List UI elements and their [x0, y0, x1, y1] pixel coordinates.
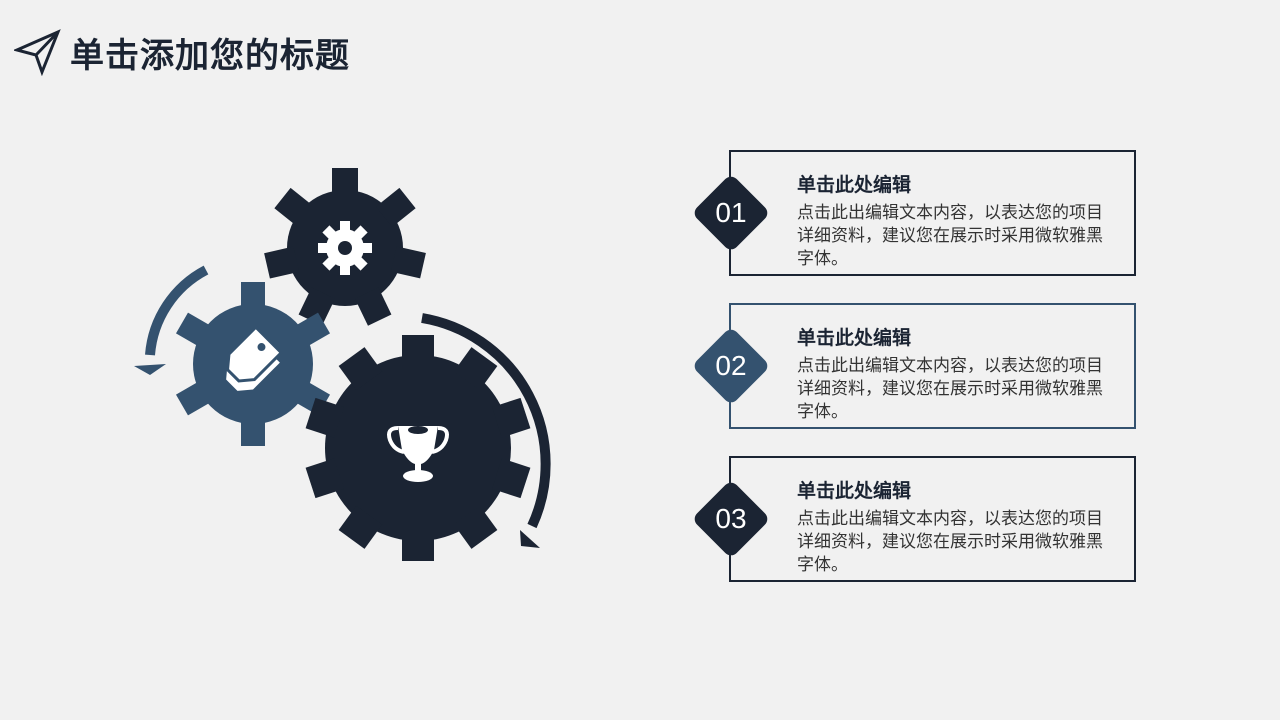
diamond-shape [694, 329, 768, 403]
settings-cog-icon [318, 221, 372, 275]
tag-icon [225, 325, 284, 391]
title-bar: 单击添加您的标题 [14, 26, 350, 78]
left-gear [175, 282, 331, 446]
page-title[interactable]: 单击添加您的标题 [70, 35, 350, 76]
item-body[interactable]: 点击此出编辑文本内容，以表达您的项目详细资料，建议您在展示时采用微软雅黑字体。 [797, 203, 1103, 269]
item-number: 03 [715, 503, 747, 534]
item-card-2[interactable]: 02 单击此处编辑 点击此出编辑文本内容，以表达您的项目详细资料，建议您在展示时… [694, 303, 1136, 429]
item-heading[interactable]: 单击此处编辑 [797, 174, 912, 196]
number-badge-1: 01 [689, 171, 773, 255]
small-gear [264, 168, 426, 326]
trophy-icon [387, 426, 449, 482]
item-heading[interactable]: 单击此处编辑 [797, 327, 912, 349]
gears-graphic [134, 168, 551, 561]
number-badge-2: 02 [689, 324, 773, 408]
big-gear [305, 335, 531, 561]
item-number: 01 [715, 197, 747, 228]
left-curved-arrow [134, 265, 209, 375]
item-body[interactable]: 点击此出编辑文本内容，以表达您的项目详细资料，建议您在展示时采用微软雅黑字体。 [797, 356, 1103, 422]
item-body[interactable]: 点击此出编辑文本内容，以表达您的项目详细资料，建议您在展示时采用微软雅黑字体。 [797, 509, 1103, 575]
paper-plane-icon [14, 29, 61, 76]
diamond-shape [694, 482, 768, 556]
item-heading[interactable]: 单击此处编辑 [797, 480, 912, 502]
item-card-1[interactable]: 01 单击此处编辑 点击此出编辑文本内容，以表达您的项目详细资料，建议您在展示时… [694, 150, 1136, 276]
item-number: 02 [715, 350, 747, 381]
diamond-shape [694, 176, 768, 250]
number-badge-3: 03 [689, 477, 773, 561]
right-curved-arrow [421, 313, 551, 548]
item-card-3[interactable]: 03 单击此处编辑 点击此出编辑文本内容，以表达您的项目详细资料，建议您在展示时… [694, 456, 1136, 582]
